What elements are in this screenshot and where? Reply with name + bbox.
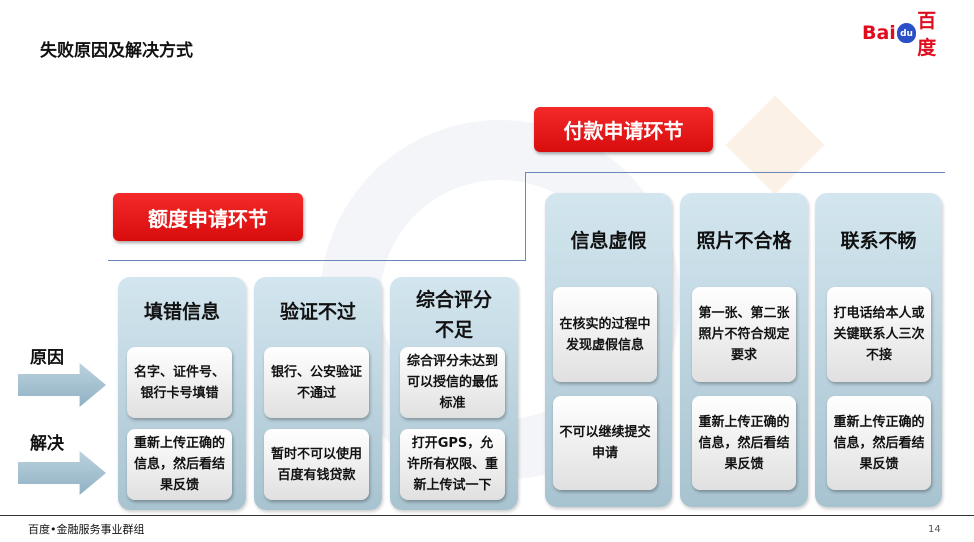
footer-divider (0, 515, 974, 516)
column-title: 照片不合格 (696, 230, 792, 252)
column-title: 联系不畅 (840, 230, 917, 252)
solution-box: 打开GPS，允许所有权限、重新上传试一下 (400, 429, 505, 500)
logo-text: 百度 (917, 10, 937, 59)
slide-title: 失败原因及解决方式 (40, 41, 193, 61)
payment-stage-label: 付款申请环节 (534, 107, 713, 152)
quota-column-low-score: 综合评分不足 综合评分未达到可以授信的最低标准 打开GPS，允许所有权限、重新上… (390, 277, 518, 510)
payment-column-false-info: 信息虚假 在核实的过程中发现虚假信息 不可以继续提交申请 (545, 193, 672, 507)
solution-box: 暂时不可以使用百度有钱贷款 (264, 429, 369, 500)
column-title: 信息虚假 (570, 230, 647, 252)
cause-box: 综合评分未达到可以授信的最低标准 (400, 347, 505, 418)
quota-column-verification-failed: 验证不过 银行、公安验证不通过 暂时不可以使用百度有钱贷款 (254, 277, 382, 510)
background-decoration (725, 95, 825, 195)
column-title: 综合评分不足 (415, 289, 492, 341)
arrow-right-icon (18, 363, 106, 407)
cause-box: 银行、公安验证不通过 (264, 347, 369, 418)
quota-stage-label: 额度申请环节 (113, 193, 303, 241)
solution-box: 不可以继续提交申请 (553, 396, 657, 490)
cause-box: 打电话给本人或关键联系人三次不接 (827, 287, 931, 382)
arrow-right-icon (18, 451, 106, 495)
divider-line (525, 172, 945, 173)
column-title: 填错信息 (143, 301, 220, 323)
cause-label: 原因 (30, 348, 64, 368)
solution-box: 重新上传正确的信息，然后看结果反馈 (827, 396, 931, 490)
footer-text: 百度•金融服务事业群组 (28, 523, 145, 536)
paw-icon: du (896, 23, 917, 43)
cause-box: 在核实的过程中发现虚假信息 (553, 287, 657, 382)
page-number: 14 (928, 524, 941, 535)
divider-line (108, 260, 526, 261)
column-title: 验证不过 (279, 301, 356, 323)
solution-box: 重新上传正确的信息，然后看结果反馈 (692, 396, 796, 490)
cause-box: 名字、证件号、银行卡号填错 (127, 347, 232, 418)
logo-text: Bai (862, 22, 896, 44)
quota-column-wrong-info: 填错信息 名字、证件号、银行卡号填错 重新上传正确的信息，然后看结果反馈 (118, 277, 246, 510)
payment-column-contact-failed: 联系不畅 打电话给本人或关键联系人三次不接 重新上传正确的信息，然后看结果反馈 (815, 193, 942, 507)
cause-box: 第一张、第二张照片不符合规定要求 (692, 287, 796, 382)
solution-box: 重新上传正确的信息，然后看结果反馈 (127, 429, 232, 500)
divider-line (525, 172, 526, 260)
solution-label: 解决 (30, 434, 64, 454)
payment-column-photo-invalid: 照片不合格 第一张、第二张照片不符合规定要求 重新上传正确的信息，然后看结果反馈 (680, 193, 808, 507)
